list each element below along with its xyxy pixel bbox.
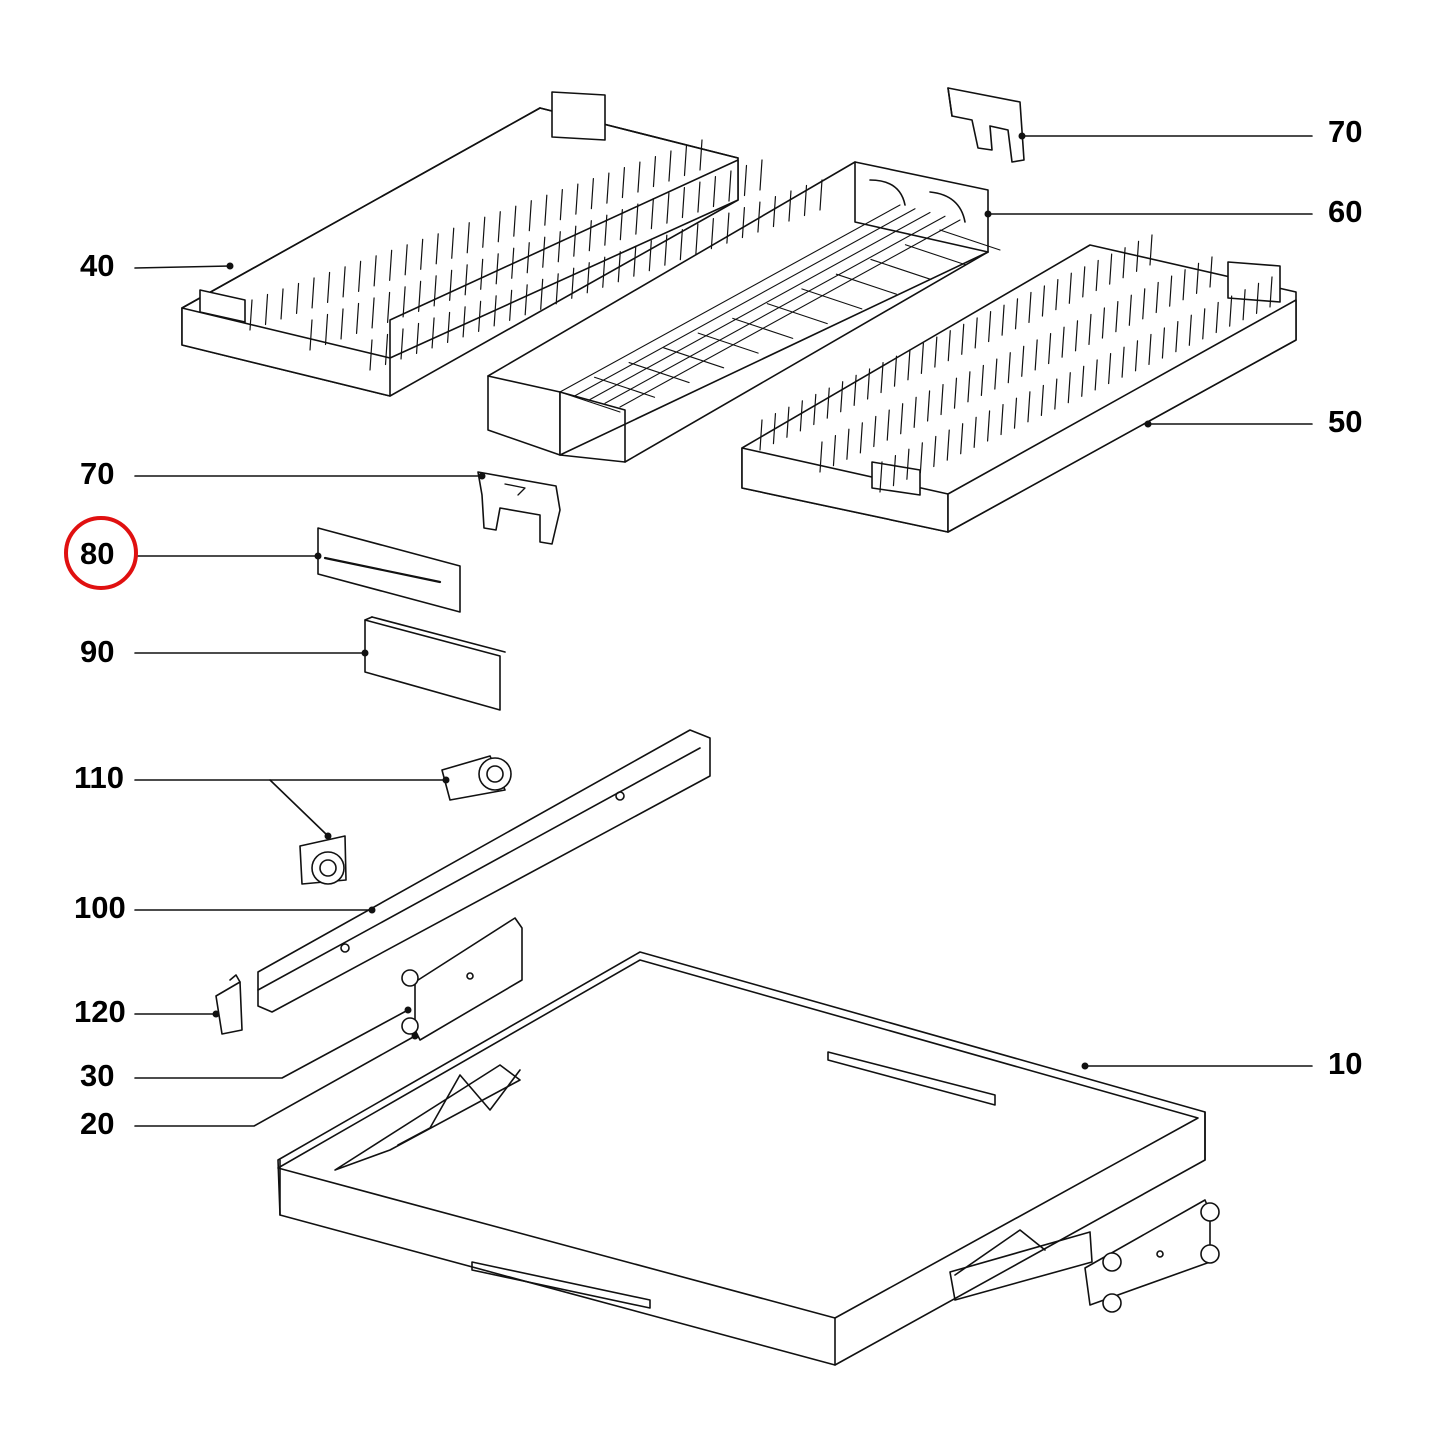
label-10: 10 xyxy=(1328,1046,1363,1081)
leader-20 xyxy=(134,1035,416,1127)
leader-lines xyxy=(134,135,1313,1127)
leader-30 xyxy=(134,1009,409,1079)
label-20: 20 xyxy=(80,1106,115,1141)
part-60-center-rack[interactable] xyxy=(487,161,1001,463)
part-90-plate[interactable] xyxy=(364,616,506,711)
label-70-middle: 70 xyxy=(80,456,115,491)
label-100: 100 xyxy=(74,890,126,925)
leader-dots xyxy=(212,132,1152,1070)
leader-110-lower xyxy=(269,779,329,837)
part-80-slotted-plate[interactable] xyxy=(317,527,461,613)
label-70-top: 70 xyxy=(1328,114,1363,149)
label-60: 60 xyxy=(1328,194,1363,229)
part-70-clip-middle[interactable] xyxy=(477,471,561,545)
part-50-basket-right[interactable] xyxy=(741,234,1297,533)
part-100-rail[interactable] xyxy=(257,729,711,1013)
part-70-clip-top[interactable] xyxy=(947,87,1025,163)
leader-40 xyxy=(134,265,231,269)
label-110: 110 xyxy=(74,760,125,795)
label-40: 40 xyxy=(80,248,115,283)
part-10-wire-rack[interactable] xyxy=(277,951,1220,1366)
highlight-circle-80 xyxy=(64,516,138,590)
label-50: 50 xyxy=(1328,404,1363,439)
label-90: 90 xyxy=(80,634,115,669)
part-40-basket-left[interactable] xyxy=(181,91,823,397)
part-110-wheel-lower[interactable] xyxy=(299,835,347,885)
part-30-carriage[interactable] xyxy=(401,917,523,1041)
part-110-wheel-upper[interactable] xyxy=(441,755,512,801)
part-120-clip[interactable] xyxy=(215,974,243,1035)
label-30: 30 xyxy=(80,1058,115,1093)
label-120: 120 xyxy=(74,994,126,1029)
